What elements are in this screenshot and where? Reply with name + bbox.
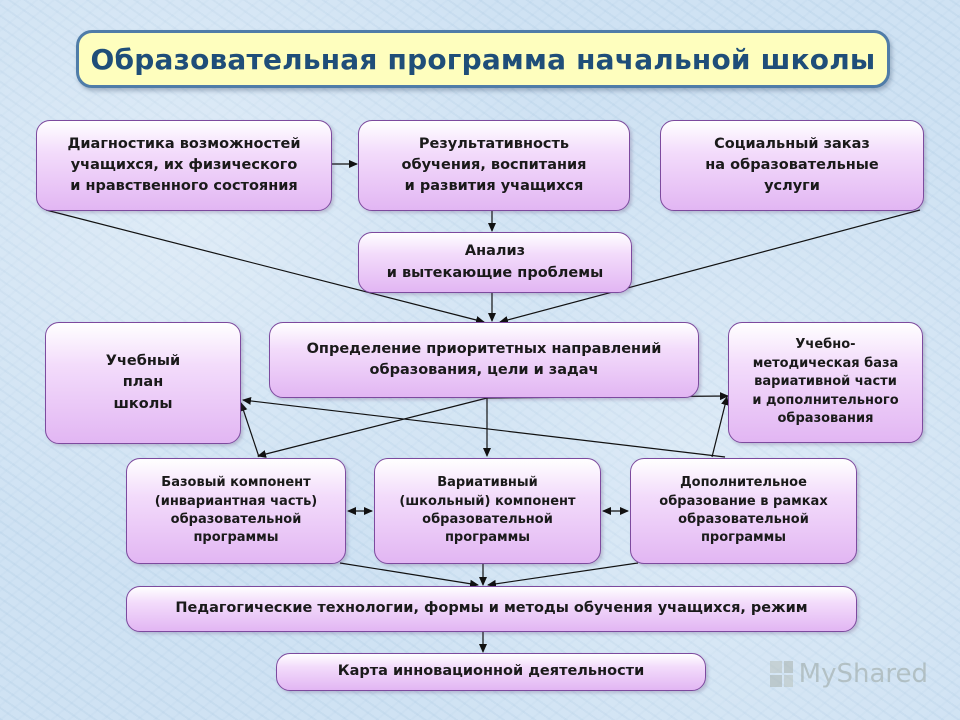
watermark-icon [770,661,793,687]
watermark-text: MyShared [798,659,928,689]
box-analysis: Анализ и вытекающие проблемы [358,232,632,293]
arrow-additional-methodical [711,396,729,458]
box-social-order-label: Социальный заказ на образовательные услу… [705,135,879,194]
box-additional-education-label: Дополнительное образование в рамках обра… [659,475,828,546]
box-pedagogical-tech-label: Педагогические технологии, формы и метод… [175,600,808,617]
arrow-base-curriculum [239,402,260,458]
title-banner: Образовательная программа начальной школ… [76,30,890,88]
box-innovation-map: Карта инновационной деятельности [276,653,706,691]
box-results: Результативность обучения, воспитания и … [358,120,630,211]
box-social-order: Социальный заказ на образовательные услу… [660,120,924,211]
box-curriculum: Учебный план школы [45,322,241,444]
box-methodical-base-label: Учебно- методическая база вариативной ча… [752,337,899,427]
arrow-social-priorities [499,209,921,324]
diagram-title: Образовательная программа начальной школ… [90,42,876,76]
box-additional-education: Дополнительное образование в рамках обра… [630,458,857,564]
arrow-additional-curriculum [242,396,726,458]
arrow-diagnostics-priorities [45,209,485,324]
watermark-logo: MyShared [768,654,928,694]
arrow-priorities-base [257,397,488,458]
box-results-label: Результативность обучения, воспитания и … [401,135,587,194]
box-diagnostics-label: Диагностика возможностей учащихся, их фи… [67,135,301,194]
box-priorities-label: Определение приоритетных направлений обр… [306,340,662,378]
box-variable-component-label: Вариативный (школьный) компонент образов… [399,475,576,546]
box-diagnostics: Диагностика возможностей учащихся, их фи… [36,120,332,211]
arrow-base-pedagogical [339,562,479,588]
box-variable-component: Вариативный (школьный) компонент образов… [374,458,601,564]
box-curriculum-label: Учебный план школы [105,353,181,412]
box-innovation-map-label: Карта инновационной деятельности [337,663,645,680]
box-methodical-base: Учебно- методическая база вариативной ча… [728,322,923,443]
box-priorities: Определение приоритетных направлений обр… [269,322,699,398]
arrow-additional-pedagogical [487,562,639,588]
box-analysis-label: Анализ и вытекающие проблемы [386,243,604,281]
box-pedagogical-tech: Педагогические технологии, формы и метод… [126,586,857,632]
box-base-component-label: Базовый компонент (инвариантная часть) о… [154,475,318,546]
box-base-component: Базовый компонент (инвариантная часть) о… [126,458,346,564]
